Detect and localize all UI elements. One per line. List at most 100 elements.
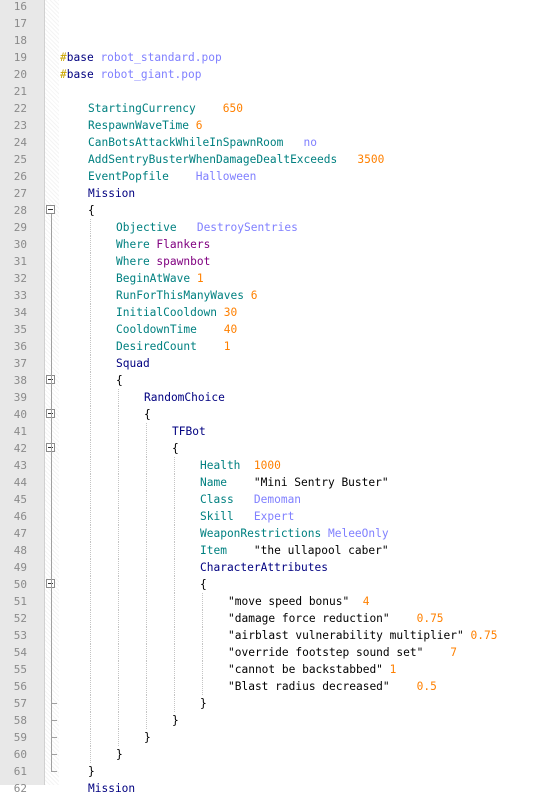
line-number: 35 — [13, 323, 27, 336]
code-line[interactable]: 55"cannot be backstabbed" 1 — [0, 661, 538, 678]
fold-collapse-icon[interactable] — [46, 443, 55, 452]
code-line[interactable]: 42{ — [0, 440, 538, 457]
code-line[interactable]: 35 CooldownTime 40 — [0, 321, 538, 338]
line-number: 30 — [13, 238, 27, 251]
code-line[interactable]: 56"Blast radius decreased" 0.5 — [0, 678, 538, 695]
fold-margin[interactable] — [45, 0, 59, 785]
line-number: 52 — [13, 612, 27, 625]
line-number: 45 — [13, 493, 27, 506]
code-text: { — [116, 372, 123, 389]
code-line[interactable]: 53"airblast vulnerability multiplier" 0.… — [0, 627, 538, 644]
code-text: CooldownTime 40 — [116, 321, 237, 338]
indent-guide — [202, 678, 203, 695]
indent-guide — [90, 355, 91, 372]
indent-guide — [118, 712, 119, 729]
line-number: 51 — [13, 595, 27, 608]
code-line[interactable]: 19#base robot_standard.pop — [0, 49, 538, 66]
code-line[interactable]: 59} — [0, 729, 538, 746]
fold-collapse-icon[interactable] — [46, 375, 55, 384]
indent-guide — [118, 559, 119, 576]
indent-guide — [146, 695, 147, 712]
code-token: InitialCooldown — [116, 306, 224, 319]
code-line[interactable]: 51"move speed bonus" 4 — [0, 593, 538, 610]
line-number: 19 — [13, 51, 27, 64]
code-line[interactable]: 40 { — [0, 406, 538, 423]
code-line[interactable]: 52"damage force reduction" 0.75 — [0, 610, 538, 627]
code-line[interactable]: 57} — [0, 695, 538, 712]
code-line[interactable]: 21 — [0, 83, 538, 100]
indent-guide — [90, 661, 91, 678]
line-number: 55 — [13, 663, 27, 676]
indent-guide — [146, 661, 147, 678]
indent-guide — [90, 678, 91, 695]
code-token: Halloween — [195, 170, 257, 183]
indent-guide — [146, 627, 147, 644]
code-token: } — [172, 714, 179, 727]
code-text: #base robot_giant.pop — [60, 66, 201, 83]
fold-end-marker — [51, 754, 57, 755]
code-line[interactable]: 58} — [0, 712, 538, 729]
code-line[interactable]: 38{ — [0, 372, 538, 389]
fold-collapse-icon[interactable] — [46, 205, 55, 214]
line-number: 40 — [13, 408, 27, 421]
line-number: 50 — [13, 578, 27, 591]
code-line[interactable]: 16 — [0, 0, 538, 15]
line-number: 36 — [13, 340, 27, 353]
code-text: BeginAtWave 1 — [116, 270, 204, 287]
code-line[interactable]: 20#base robot_giant.pop — [0, 66, 538, 83]
fold-collapse-icon[interactable] — [46, 579, 55, 588]
fold-collapse-icon[interactable] — [46, 409, 55, 418]
code-text: } — [88, 763, 95, 780]
code-token: spawnbot — [156, 255, 211, 268]
indent-guide — [174, 457, 175, 474]
code-token: "damage force reduction" — [228, 612, 417, 625]
indent-guide — [174, 610, 175, 627]
code-line[interactable]: 28{ — [0, 202, 538, 219]
indent-guide — [146, 525, 147, 542]
code-token: # — [60, 51, 67, 64]
indent-guide — [118, 389, 119, 406]
code-token: EventPopfile — [88, 170, 196, 183]
code-line[interactable]: 18 — [0, 32, 538, 49]
code-line[interactable]: 60} — [0, 746, 538, 763]
code-text: "Blast radius decreased" 0.5 — [228, 678, 437, 695]
indent-guide — [90, 627, 91, 644]
line-number: 33 — [13, 289, 27, 302]
code-line[interactable]: 54"override footstep sound set" 7 — [0, 644, 538, 661]
code-token: } — [200, 697, 207, 710]
indent-guide — [118, 695, 119, 712]
code-line[interactable]: 50{ — [0, 576, 538, 593]
indent-guide — [118, 423, 119, 440]
code-token: } — [144, 731, 151, 744]
code-text: { — [88, 202, 95, 219]
code-line[interactable]: 17 — [0, 15, 538, 32]
line-number: 47 — [13, 527, 27, 540]
code-text: { — [144, 406, 151, 423]
code-line[interactable]: 61} — [0, 763, 538, 780]
